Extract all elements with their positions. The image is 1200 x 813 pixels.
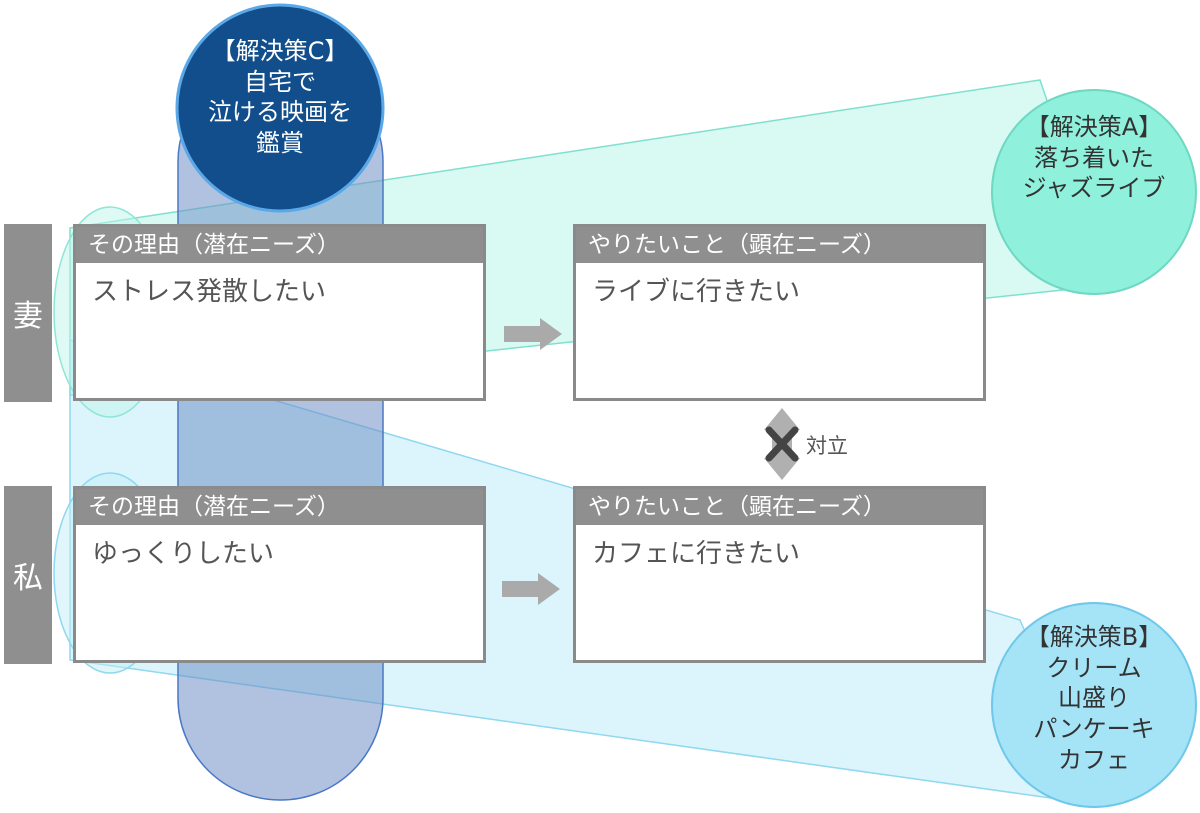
- solution-a-text: 【解決策A】 落ち着いた ジャズライブ: [1023, 112, 1166, 204]
- solution-b-line: 山盛り: [1058, 684, 1130, 713]
- solution-b-text: 【解決策B】 クリーム 山盛り パンケーキ カフェ: [1026, 622, 1162, 776]
- solution-a-line: 落ち着いた: [1034, 143, 1154, 172]
- card-header: やりたいこと（顕在ニーズ）: [576, 227, 983, 263]
- conflict-x-icon: [765, 426, 799, 462]
- solution-c-line: 自宅で: [244, 67, 316, 96]
- card-header: その理由（潜在ニーズ）: [76, 227, 483, 263]
- solution-a-line: ジャズライブ: [1022, 174, 1166, 203]
- arrow-me: [502, 573, 560, 605]
- solution-c-text: 【解決策C】 自宅で 泣ける映画を 鑑賞: [208, 36, 352, 159]
- card-body: カフェに行きたい: [592, 539, 801, 569]
- solution-c-line: 泣ける映画を: [208, 98, 352, 127]
- wife-reason-card: その理由（潜在ニーズ） ストレス発散したい: [73, 224, 486, 401]
- arrow-wife: [504, 318, 562, 350]
- solution-b-line: カフェ: [1058, 745, 1130, 774]
- solution-b-circle: [991, 602, 1197, 808]
- solution-b-line: クリーム: [1046, 653, 1142, 682]
- solution-c-circle: [175, 3, 385, 213]
- side-label-me: 私: [4, 486, 52, 664]
- solution-a-line: 【解決策A】: [1025, 113, 1163, 141]
- solution-b-line: 【解決策B】: [1025, 623, 1163, 651]
- card-header: その理由（潜在ニーズ）: [76, 489, 483, 525]
- solution-a-circle: [991, 89, 1197, 295]
- me-want-card: やりたいこと（顕在ニーズ） カフェに行きたい: [573, 486, 986, 663]
- card-header: やりたいこと（顕在ニーズ）: [576, 489, 983, 525]
- wife-want-card: やりたいこと（顕在ニーズ） ライブに行きたい: [573, 224, 986, 401]
- solution-b-line: パンケーキ: [1033, 715, 1155, 744]
- card-body: ストレス発散したい: [92, 277, 327, 307]
- card-body: ライブに行きたい: [592, 277, 801, 307]
- card-body: ゆっくりしたい: [92, 539, 275, 569]
- conflict-label: 対立: [806, 434, 848, 458]
- solution-c-line: 鑑賞: [256, 129, 304, 158]
- solution-c-line: 【解決策C】: [211, 37, 349, 65]
- side-label-wife: 妻: [4, 224, 52, 402]
- me-reason-card: その理由（潜在ニーズ） ゆっくりしたい: [73, 486, 486, 663]
